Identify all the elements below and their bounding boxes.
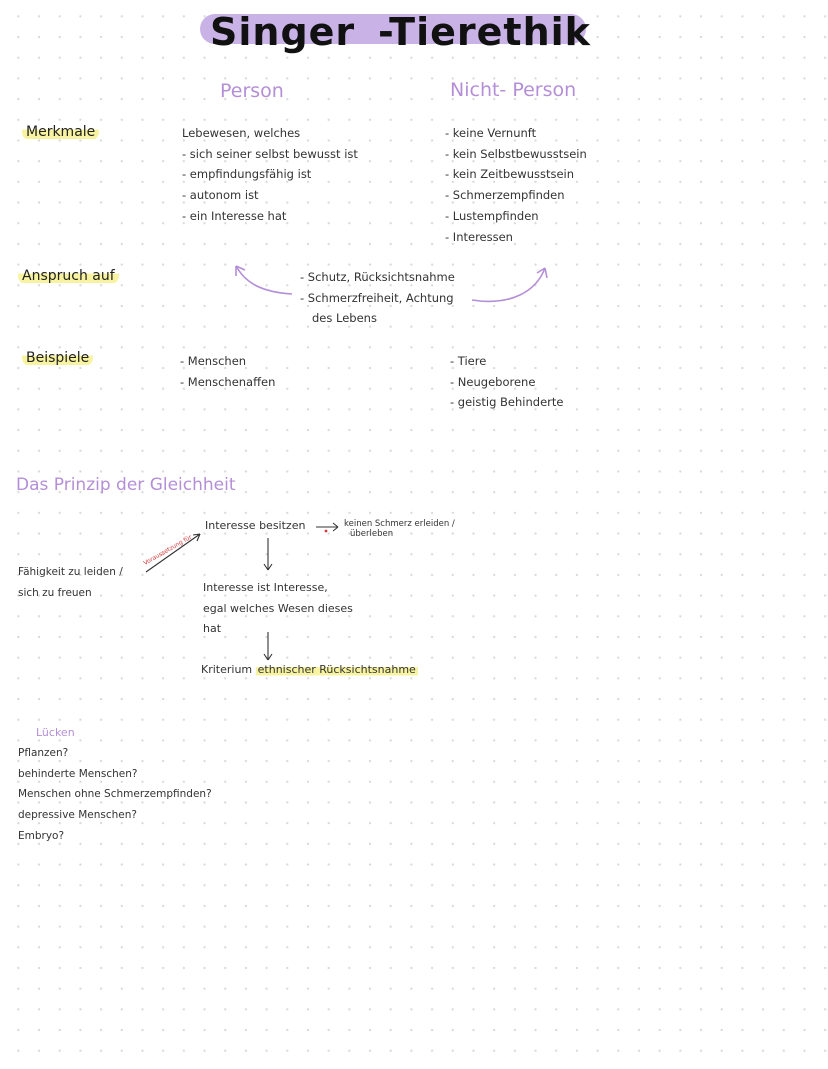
text-line: Interesse ist Interesse, bbox=[203, 581, 328, 594]
title-part-tierethik: -Tierethik bbox=[378, 10, 591, 54]
diagonal-arrow bbox=[145, 533, 201, 573]
list-item: Embryo? bbox=[18, 829, 65, 842]
interesse-ist-text: Interesse ist Interesse, egal welches We… bbox=[203, 578, 353, 640]
person-merkmale-list: Lebewesen, welches - sich seiner selbst … bbox=[182, 123, 358, 227]
kriterium-text: Kriterium ethnischer Rücksichtsnahme bbox=[201, 663, 418, 676]
list-item: - geistig Behinderte bbox=[450, 395, 564, 410]
text-line: Fähigkeit zu leiden / bbox=[18, 566, 123, 578]
list-item: - autonom ist bbox=[182, 188, 259, 203]
row-label-merkmale: Merkmale bbox=[22, 124, 100, 140]
down-arrow-1-head bbox=[263, 563, 273, 571]
curved-arrow-left bbox=[235, 265, 293, 295]
list-item: - Lustempfinden bbox=[445, 208, 539, 223]
faehigkeit-text: Fähigkeit zu leiden / sich zu freuen bbox=[18, 562, 123, 603]
kriterium-prefix: Kriterium bbox=[201, 663, 253, 676]
text-line: sich zu freuen bbox=[18, 586, 92, 599]
luecken-heading: Lücken bbox=[36, 726, 75, 739]
interesse-besitzen-text: Interesse besitzen bbox=[205, 519, 306, 532]
nonperson-beispiele-list: - Tiere - Neugeborene - geistig Behinder… bbox=[450, 351, 563, 413]
text-line: überleben bbox=[350, 529, 394, 539]
text-line: egal welches Wesen dieses bbox=[203, 601, 353, 615]
curved-arrow-left-head bbox=[235, 265, 246, 276]
down-arrow-2-head bbox=[263, 653, 273, 661]
text-line: keinen Schmerz erleiden / bbox=[344, 519, 455, 529]
page-title: Singer -Tierethik bbox=[200, 8, 600, 54]
list-item: - Neugeborene bbox=[450, 374, 536, 389]
list-item: - keine Vernunft bbox=[445, 126, 537, 140]
kriterium-highlight: ethnischer Rücksichtsnahme bbox=[255, 663, 418, 676]
list-item: - sich seiner selbst bewusst ist bbox=[182, 146, 358, 161]
list-item: Pflanzen? bbox=[18, 747, 69, 759]
column-heading-person: Person bbox=[220, 80, 284, 102]
list-item: des Lebens bbox=[312, 311, 377, 326]
list-item: Menschen ohne Schmerzempfinden? bbox=[18, 788, 212, 801]
nonperson-merkmale-list: - keine Vernunft - kein Selbstbewusstsei… bbox=[445, 123, 587, 247]
list-item: Lebewesen, welches bbox=[182, 126, 301, 140]
list-item: - empfindungsfähig ist bbox=[182, 167, 312, 182]
red-dot bbox=[324, 529, 328, 533]
right-arrow-head bbox=[332, 522, 339, 532]
list-item: - Interessen bbox=[445, 229, 513, 244]
list-item: - Schutz, Rücksichtsnahme bbox=[300, 270, 455, 284]
list-item: - kein Selbstbewusstsein bbox=[445, 146, 587, 161]
diagonal-arrow-head bbox=[192, 533, 201, 542]
list-item: - ein Interesse hat bbox=[182, 208, 287, 223]
list-item: depressive Menschen? bbox=[18, 809, 137, 822]
schmerz-text: keinen Schmerz erleiden / überleben bbox=[344, 519, 455, 539]
person-beispiele-list: - Menschen - Menschenaffen bbox=[180, 351, 275, 392]
anspruch-list: - Schutz, Rücksichtsnahme - Schmerzfreih… bbox=[300, 267, 455, 329]
curved-arrow-right-head bbox=[536, 267, 548, 279]
title-part-singer: Singer bbox=[210, 10, 356, 54]
row-label-beispiele: Beispiele bbox=[22, 350, 94, 366]
title-highlight bbox=[200, 14, 586, 44]
row-label-anspruch: Anspruch auf bbox=[18, 268, 119, 284]
section-heading-gleichheit: Das Prinzip der Gleichheit bbox=[16, 475, 236, 495]
luecken-list: Pflanzen? behinderte Menschen? Menschen … bbox=[18, 743, 212, 847]
text-line: hat bbox=[203, 622, 222, 636]
list-item: - Menschen bbox=[180, 354, 247, 368]
list-item: - Schmerzfreiheit, Achtung bbox=[300, 290, 454, 305]
list-item: - kein Zeitbewusstsein bbox=[445, 167, 575, 182]
list-item: - Tiere bbox=[450, 354, 487, 368]
list-item: - Schmerzempfinden bbox=[445, 188, 565, 203]
list-item: - Menschenaffen bbox=[180, 374, 276, 389]
column-heading-nonperson: Nicht- Person bbox=[450, 79, 577, 101]
curved-arrow-right bbox=[471, 267, 546, 303]
list-item: behinderte Menschen? bbox=[18, 767, 138, 780]
